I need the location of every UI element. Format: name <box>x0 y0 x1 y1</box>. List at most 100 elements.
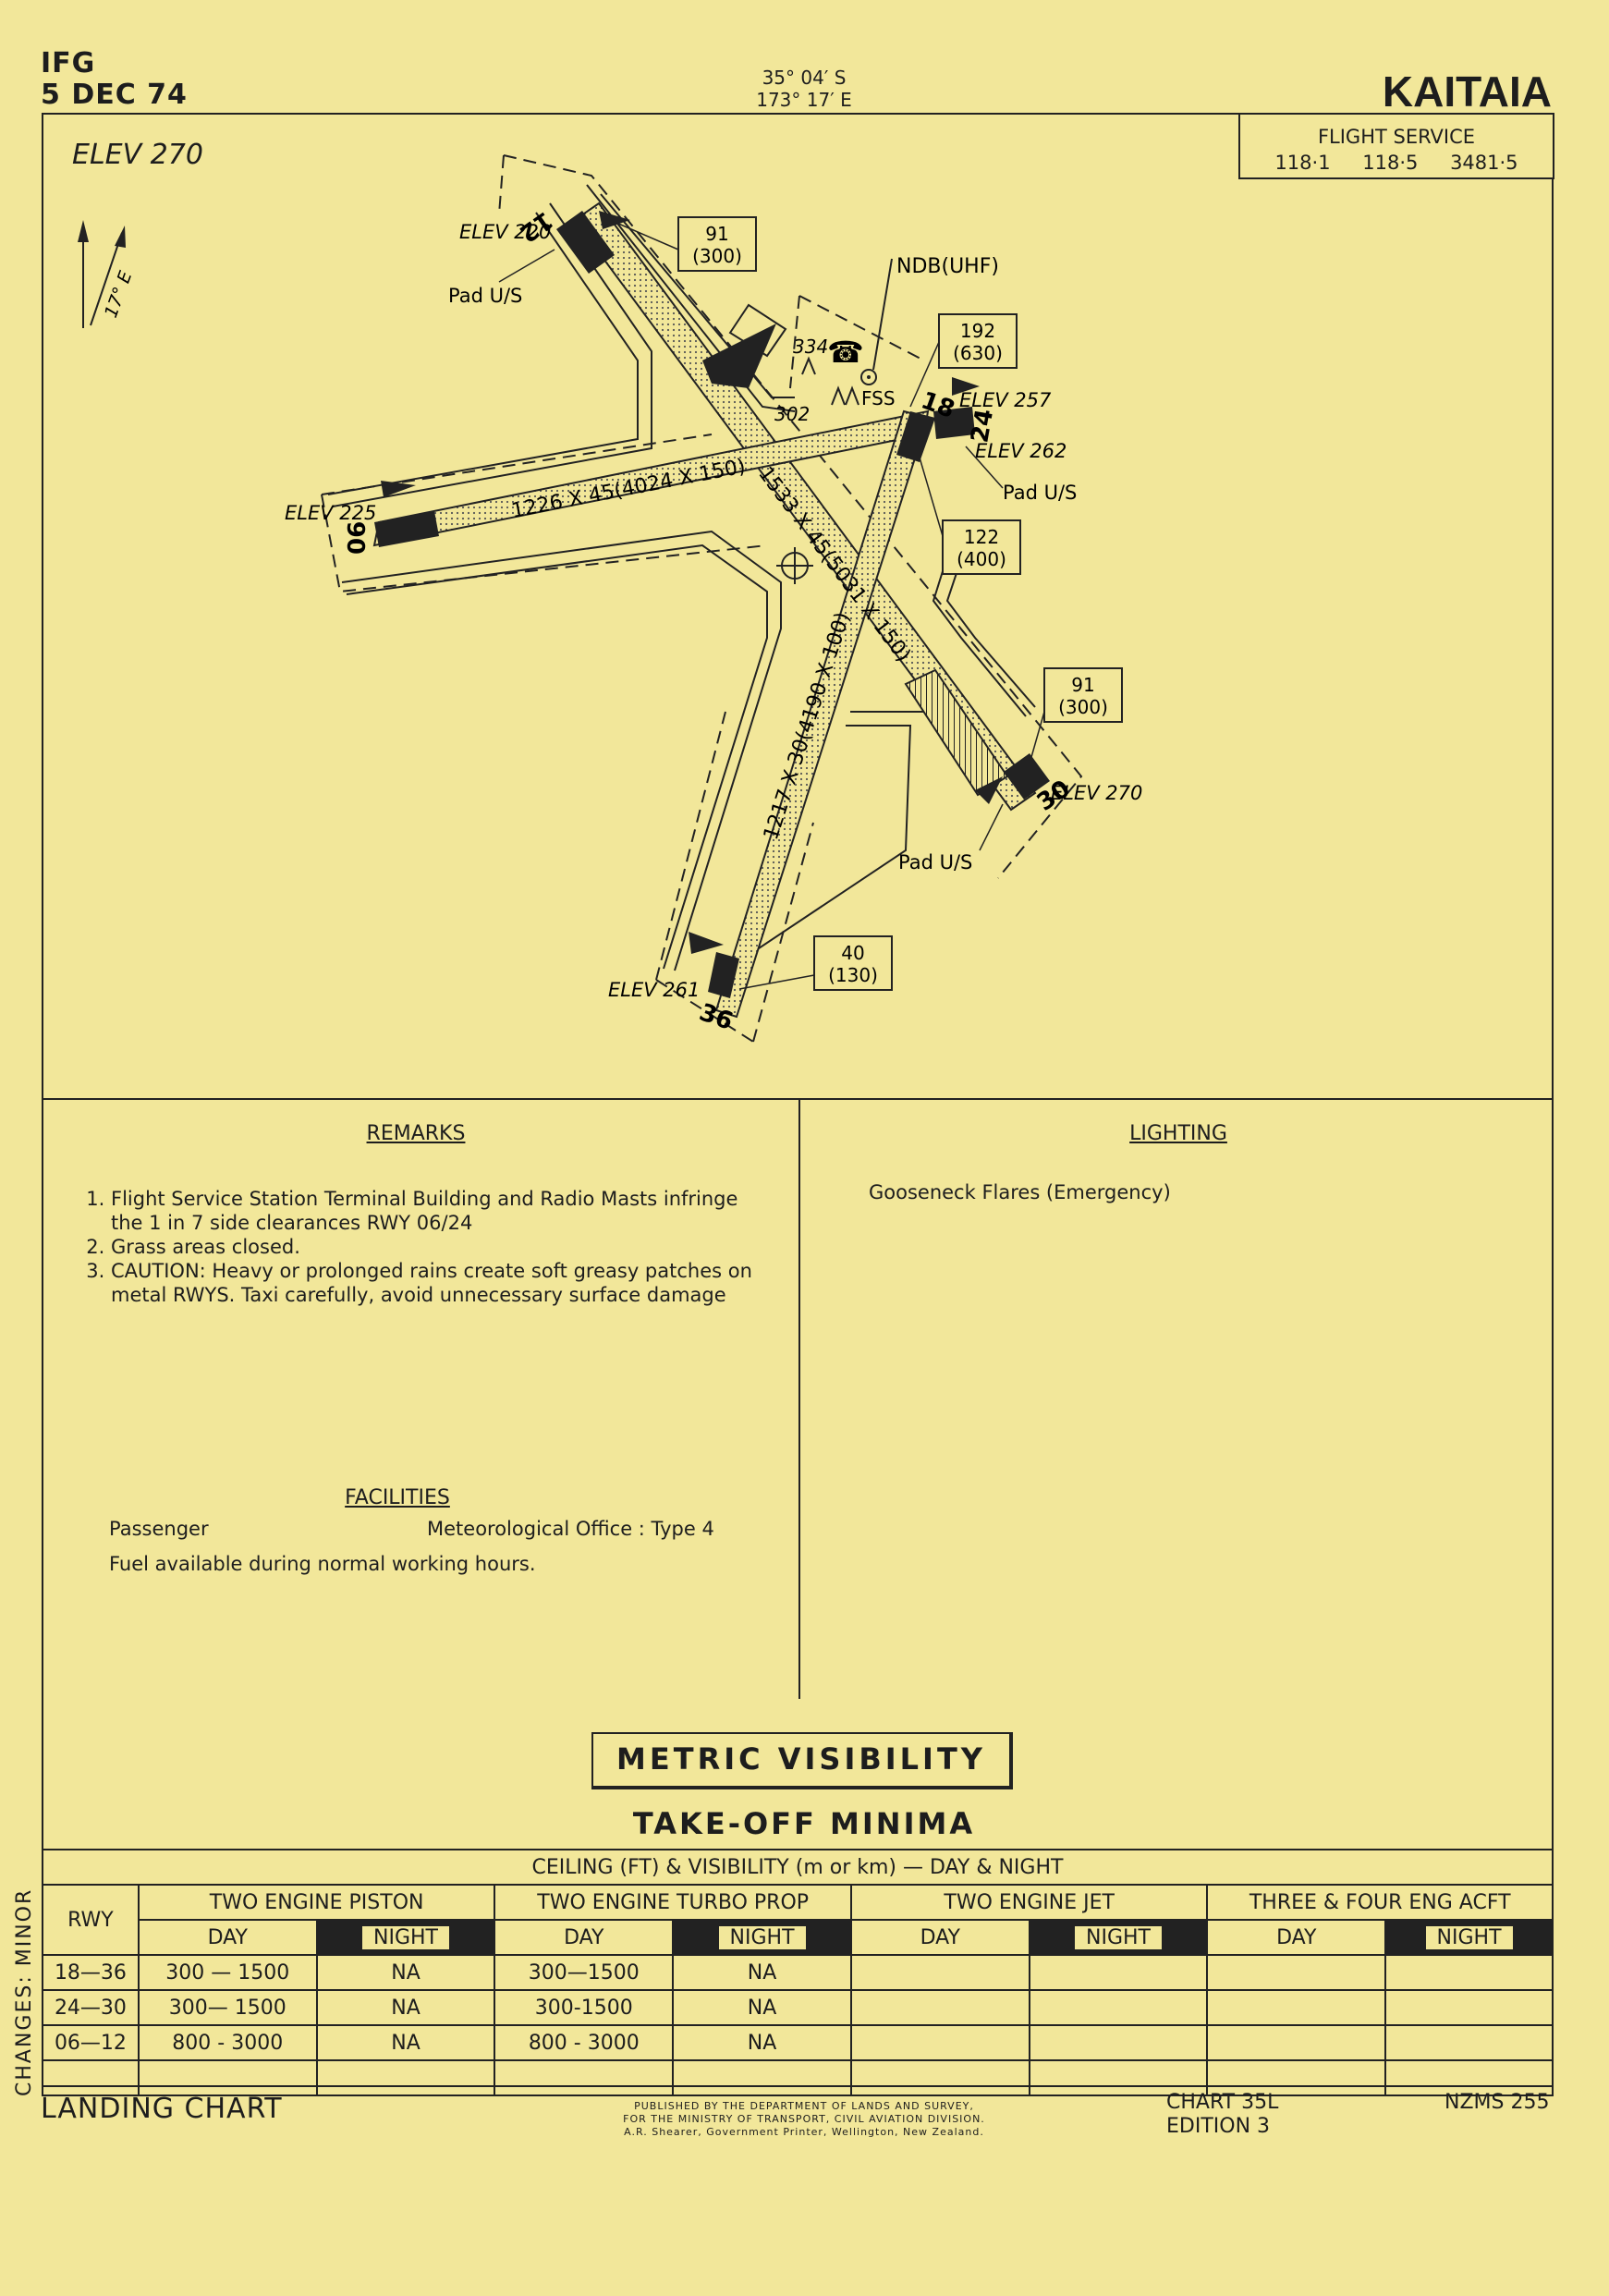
flight-service-box: FLIGHT SERVICE 118·1 118·5 3481·5 <box>1238 113 1554 179</box>
box-12-m: 91 <box>705 223 728 245</box>
day-header: DAY <box>494 1919 675 1956</box>
dimension-18-36: 1217 X 30(4190 X 100) <box>760 609 855 842</box>
piston-day-cell: 800 - 3000 <box>137 2024 318 2061</box>
fss-label: FSS <box>861 387 896 409</box>
runway-strips <box>321 154 1083 1043</box>
takeoff-minima-title: TAKE-OFF MINIMA <box>632 1806 976 1841</box>
publisher-line-3: A.R. Shearer, Government Printer, Wellin… <box>624 2126 984 2138</box>
group-header-row: RWY TWO ENGINE PISTON TWO ENGINE TURBO P… <box>42 1884 1554 1956</box>
table-row: 06—12 800 - 3000 NA 800 - 3000 NA <box>42 2024 1554 2061</box>
rwy-cell: 06—12 <box>42 2024 140 2061</box>
obstacle-334-label: 334 <box>793 336 828 358</box>
night-header: NIGHT <box>315 1919 496 1956</box>
four-day-cell <box>1206 1954 1387 1991</box>
empty-cell <box>1384 2059 1554 2096</box>
group-turbo: TWO ENGINE TURBO PROP <box>494 1884 852 1921</box>
group-four-eng: THREE & FOUR ENG ACFT <box>1206 1884 1554 1921</box>
remark-2: Grass areas closed. <box>111 1235 789 1259</box>
piston-night-cell: NA <box>315 1954 496 1991</box>
publisher-line-2: FOR THE MINISTRY OF TRANSPORT, CIVIL AVI… <box>623 2113 985 2125</box>
publisher-note: PUBLISHED BY THE DEPARTMENT OF LANDS AND… <box>555 2100 1054 2139</box>
box-18-m: 192 <box>960 320 995 342</box>
latitude: 35° 04′ S <box>762 67 847 89</box>
stopway-30 <box>904 668 1009 797</box>
box-36-m: 40 <box>841 942 864 964</box>
flight-service-label: FLIGHT SERVICE <box>1317 126 1476 148</box>
aerodrome-elevation: ELEV 270 <box>72 139 203 171</box>
empty-cell <box>1206 2059 1387 2096</box>
freq-3: 3481·5 <box>1450 152 1518 174</box>
elevation-24: ELEV 262 <box>975 440 1067 462</box>
telephone-icon: ☎ <box>827 335 864 370</box>
takeoff-minima-table: CEILING (FT) & VISIBILITY (m or km) — DA… <box>42 1849 1554 2096</box>
elevation-12: ELEV 220 <box>459 221 551 243</box>
chart-type: LANDING CHART <box>41 2093 283 2125</box>
ceiling-header-row: CEILING (FT) & VISIBILITY (m or km) — DA… <box>42 1849 1554 1886</box>
box-30-m: 91 <box>1071 674 1094 696</box>
box-36-ft: (130) <box>828 964 878 986</box>
turbo-day-cell: 800 - 3000 <box>494 2024 675 2061</box>
threshold-36 <box>708 952 739 998</box>
turbo-night-cell: NA <box>672 1989 852 2026</box>
ndb-label: NDB(UHF) <box>896 255 999 278</box>
empty-cell <box>315 2059 496 2096</box>
night-header: NIGHT <box>1028 1919 1209 1956</box>
table-row <box>42 2059 1554 2096</box>
empty-cell <box>137 2059 318 2096</box>
metric-visibility-banner: METRIC VISIBILITY <box>591 1732 1013 1789</box>
four-night-cell <box>1384 1954 1554 1991</box>
runway-number-06: 06 <box>344 521 372 555</box>
coordinates: 35° 04′ S 173° 17′ E <box>739 67 869 111</box>
aerodrome-name: KAITAIA <box>1382 67 1552 116</box>
empty-cell <box>849 2059 1030 2096</box>
variation-label: 17° E <box>101 269 136 321</box>
remarks-list: Flight Service Station Terminal Building… <box>87 1187 789 1307</box>
lighting-text: Gooseneck Flares (Emergency) <box>869 1181 1171 1203</box>
chart-header-ident: IFG 5 DEC 74 <box>41 48 188 111</box>
elevation-18: ELEV 257 <box>959 389 1052 411</box>
piston-day-cell: 300 — 1500 <box>137 1954 318 1991</box>
turbo-day-cell: 300-1500 <box>494 1989 675 2026</box>
ceiling-header: CEILING (FT) & VISIBILITY (m or km) — DA… <box>42 1849 1554 1886</box>
four-day-cell <box>1206 1989 1387 2026</box>
threshold-18 <box>896 411 935 462</box>
elevation-36: ELEV 261 <box>608 979 700 1001</box>
pad-us-12: Pad U/S <box>448 285 522 307</box>
flight-service-freqs: 118·1 118·5 3481·5 <box>1240 150 1553 176</box>
day-header: DAY <box>137 1919 318 1956</box>
rwy-cell: 24—30 <box>42 1989 140 2026</box>
freq-1: 118·1 <box>1274 152 1331 174</box>
obstacle-302-label: 302 <box>774 403 810 425</box>
taxiway-outlines <box>327 184 1036 971</box>
piston-night-cell: NA <box>315 2024 496 2061</box>
runway-number-24: 24 <box>966 407 999 445</box>
turbo-night-cell: NA <box>672 2024 852 2061</box>
aerodrome-ident: IFG <box>41 47 96 79</box>
north-arrow-icon <box>78 220 126 328</box>
piston-day-cell: 300— 1500 <box>137 1989 318 2026</box>
radio-mast-icon <box>801 356 859 406</box>
group-jet: TWO ENGINE JET <box>849 1884 1209 1921</box>
remark-3: CAUTION: Heavy or prolonged rains create… <box>111 1259 758 1307</box>
empty-cell <box>672 2059 852 2096</box>
night-header: NIGHT <box>672 1919 852 1956</box>
empty-cell <box>494 2059 675 2096</box>
elevation-06: ELEV 225 <box>285 502 376 524</box>
pad-leaders <box>498 249 1004 851</box>
remarks-lighting-divider <box>798 1098 800 1699</box>
rwy-header: RWY <box>42 1884 140 1956</box>
box-12-ft: (300) <box>692 245 742 267</box>
turbo-night-cell: NA <box>672 1954 852 1991</box>
diagram-divider <box>42 1098 1554 1100</box>
four-night-cell <box>1384 1989 1554 2026</box>
threshold-24 <box>933 407 975 439</box>
box-30-ft: (300) <box>1058 696 1108 718</box>
box-18-ft: (630) <box>953 342 1003 364</box>
remark-1: Flight Service Station Terminal Building… <box>111 1187 739 1235</box>
table-row: 18—36 300 — 1500 NA 300—1500 NA <box>42 1954 1554 1991</box>
rwy-cell <box>42 2059 140 2096</box>
empty-cell <box>1028 2059 1209 2096</box>
series-number: NZMS 255 <box>1444 2091 1550 2114</box>
table-row: 24—30 300— 1500 NA 300-1500 NA <box>42 1989 1554 2026</box>
box-24-m: 122 <box>964 526 999 548</box>
